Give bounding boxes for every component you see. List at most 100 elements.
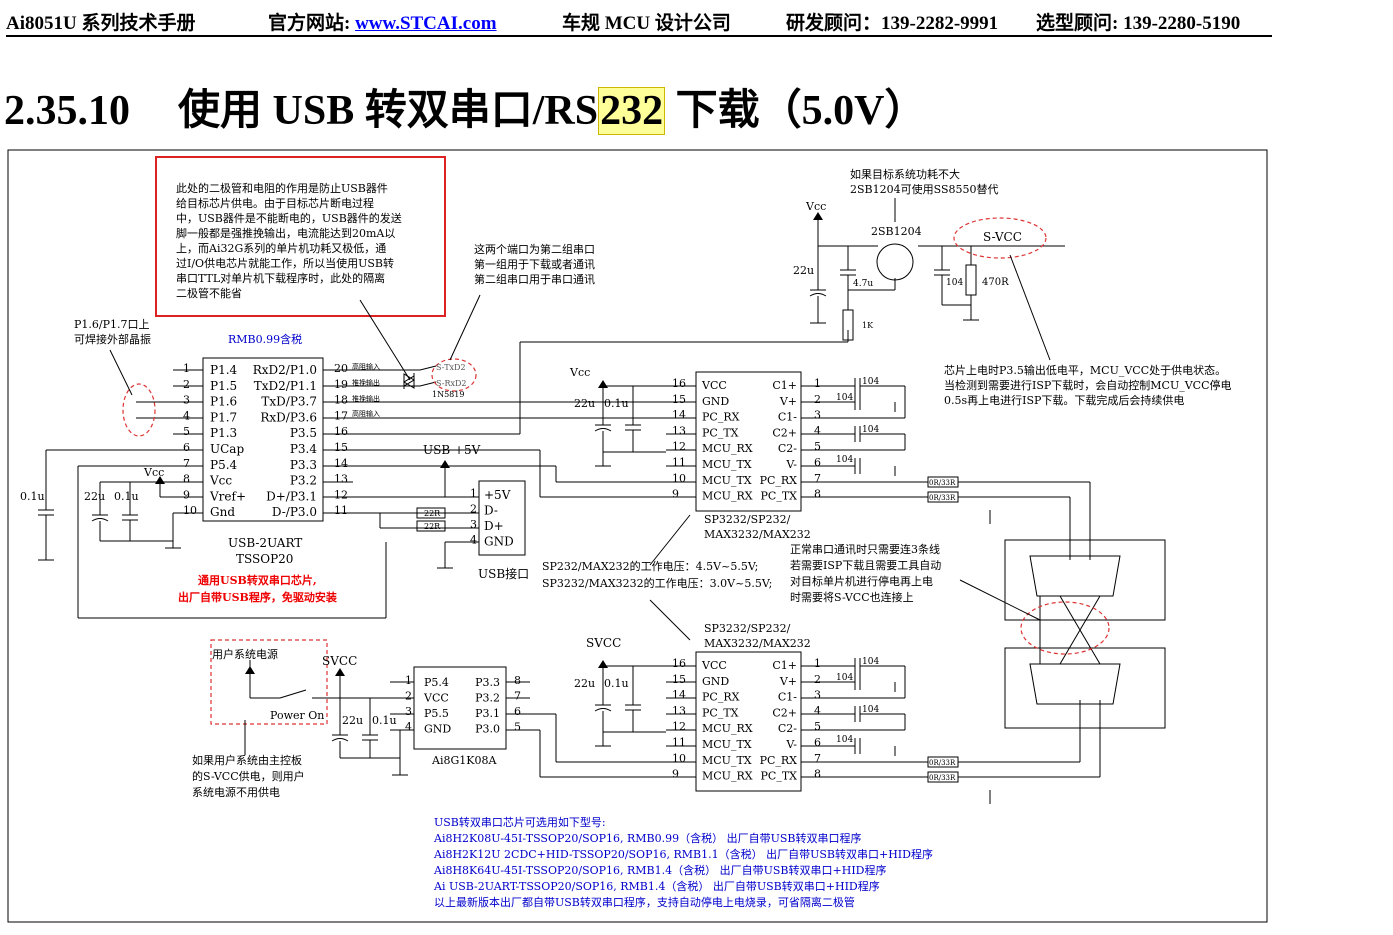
max-pin-number: 4 [814, 704, 821, 717]
cap-104-label: 104 [836, 735, 853, 745]
u3-pin-number: 6 [514, 705, 521, 718]
u1-pin-number: 1 [183, 362, 190, 375]
svcc-note-line: 0.5s再上电进行ISP下载。下载完成后会持续供电 [944, 393, 1184, 407]
u1-package: TSSOP20 [236, 552, 293, 566]
power-on-label: Power On [270, 709, 324, 722]
max-pin-number: 2 [814, 393, 821, 406]
svcc-switch [809, 220, 1065, 341]
u1-pin-number: 6 [183, 441, 190, 454]
cap-01u-label: 0.1u [372, 714, 397, 727]
ports-note-line: 这两个端口为第二组串口 [474, 242, 595, 256]
max-pin-number: 5 [814, 440, 821, 453]
max-pin-name: PC_RX [760, 754, 798, 767]
sales-contact: 选型顾问: 139-2280-5190 [1036, 13, 1241, 34]
max-pin-name: MCU_TX [702, 474, 752, 487]
usb-pin-number: 2 [470, 503, 477, 516]
u1-pin-name: P1.7 [210, 410, 237, 424]
u1-pin-name: P5.4 [210, 458, 238, 472]
models-line: Ai USB-2UART-TSSOP20/SOP16, RMB1.4（含税） 出… [433, 879, 880, 893]
cap-47u-label: 4.7u [853, 279, 873, 289]
max-pin-number: 9 [672, 768, 679, 781]
u1-pin-number: 20 [334, 362, 348, 375]
vcc-label: Vcc [569, 366, 590, 379]
title-highlight: 232 [598, 87, 666, 135]
cap-104-label: 104 [862, 657, 879, 667]
res-0r-label: 0R/33R [929, 759, 956, 767]
max-pin-name: VCC [701, 659, 727, 672]
u3-pin-name: P3.2 [475, 692, 500, 705]
title-part-b: 下载（5.0V） [665, 88, 927, 134]
max-pin-name: V+ [779, 675, 797, 688]
max-top-wiring [594, 378, 1091, 560]
cap-104-label: 104 [836, 393, 853, 403]
max-pin-name: VCC [701, 379, 727, 392]
sb1204-note-line: 如果目标系统功耗不大 [850, 167, 960, 181]
max-pin-name: PC_TX [702, 426, 739, 439]
u1-pin-number: 18 [334, 394, 348, 407]
max-pin-number: 5 [814, 720, 821, 733]
max-pin-name: C1- [778, 411, 797, 424]
u3-pin-name: P3.0 [475, 723, 500, 736]
cap-104-label: 104 [836, 455, 853, 465]
u1-chip-body [202, 357, 324, 522]
u3-name: Ai8G1K08A [431, 754, 497, 767]
s-rxd2-label: S-RxD2 [436, 379, 467, 388]
cap-22u-label: 22u [342, 714, 363, 727]
transistor-label: 2SB1204 [871, 225, 922, 238]
serial3-note-line: 时需要将S-VCC也连接上 [790, 591, 914, 604]
u1-pin-number: 16 [334, 425, 348, 438]
u1-pin-name: Vcc [209, 474, 232, 488]
models-line: Ai8H2K08U-45I-TSSOP20/SOP16, RMB0.99（含税）… [433, 831, 862, 845]
u3-pin-number: 5 [514, 721, 521, 734]
section-number: 2.35.10 [4, 88, 130, 134]
u3-pin-name: P5.5 [424, 707, 449, 720]
red-note-line: 上，而Ai32G系列的单片机功耗又极低，通 [176, 241, 386, 255]
max-pin-number: 9 [672, 488, 679, 501]
callout-arrows [109, 198, 1051, 755]
max-pin-name: C2+ [772, 426, 797, 439]
diode-label: 1N5819 [432, 390, 464, 399]
cap-22u-label: 22u [793, 264, 814, 277]
red-note-box [155, 156, 446, 317]
max-pin-name: PC_TX [761, 490, 798, 503]
max-pin-name: C1+ [772, 659, 797, 672]
s-txd2-label: S-TxD2 [436, 363, 466, 372]
max-pin-number: 3 [814, 409, 821, 422]
crystal-note-line: 可焊接外部晶振 [74, 332, 151, 346]
u1-pin-name: D+/P3.1 [266, 489, 317, 503]
res-22r-label: 22R [424, 509, 441, 518]
pin-mode-label: 推挽输出 [352, 378, 380, 387]
max-pin-name: C2- [778, 722, 797, 735]
serial3-note-line: 正常串口通讯时只需要连3条线 [790, 542, 940, 556]
max-top-body [695, 371, 802, 512]
res-470-label: 470R [982, 277, 1009, 288]
cap-01u-label: 0.1u [114, 490, 139, 503]
max-pin-name: C1+ [772, 379, 797, 392]
s-vcc-label: S-VCC [983, 230, 1022, 244]
cap-104-label: 104 [946, 278, 963, 288]
max-pin-number: 7 [814, 752, 821, 765]
max-pin-name: V- [785, 458, 797, 471]
max-pin-name: MCU_TX [702, 738, 752, 751]
db9-connectors [1004, 539, 1166, 729]
u1-pin-number: 7 [183, 457, 190, 470]
res-0r-label: 0R/33R [929, 494, 956, 502]
u1-pin-name: P3.4 [290, 442, 318, 456]
max-pin-name: MCU_RX [702, 442, 753, 455]
cap-01u-label: 0.1u [604, 397, 629, 410]
vcc-label: Vcc [805, 200, 826, 213]
res-0r-label: 0R/33R [929, 479, 956, 487]
u3-pin-name: P3.1 [475, 707, 500, 720]
red-note-line: 脚一般都是强推挽输出，电流能达到20mA以 [176, 226, 395, 240]
cap-22u-label: 22u [84, 490, 105, 503]
site-link[interactable]: www.STCAI.com [355, 13, 497, 34]
models-line: Ai8H8K64U-45I-TSSOP20/SOP16, RMB1.4（含税） … [433, 863, 887, 877]
max-pin-name: GND [702, 675, 729, 688]
usb-pin-name: D+ [484, 519, 504, 533]
max-bottom-body [695, 651, 802, 792]
usb-wiring [416, 466, 479, 569]
max-pin-number: 2 [814, 673, 821, 686]
u1-pin-name: UCap [210, 442, 244, 456]
usb-connector-label: USB接口 [478, 566, 529, 581]
voltage-note-line: SP232/MAX232的工作电压：4.5V~5.5V; [542, 559, 758, 573]
